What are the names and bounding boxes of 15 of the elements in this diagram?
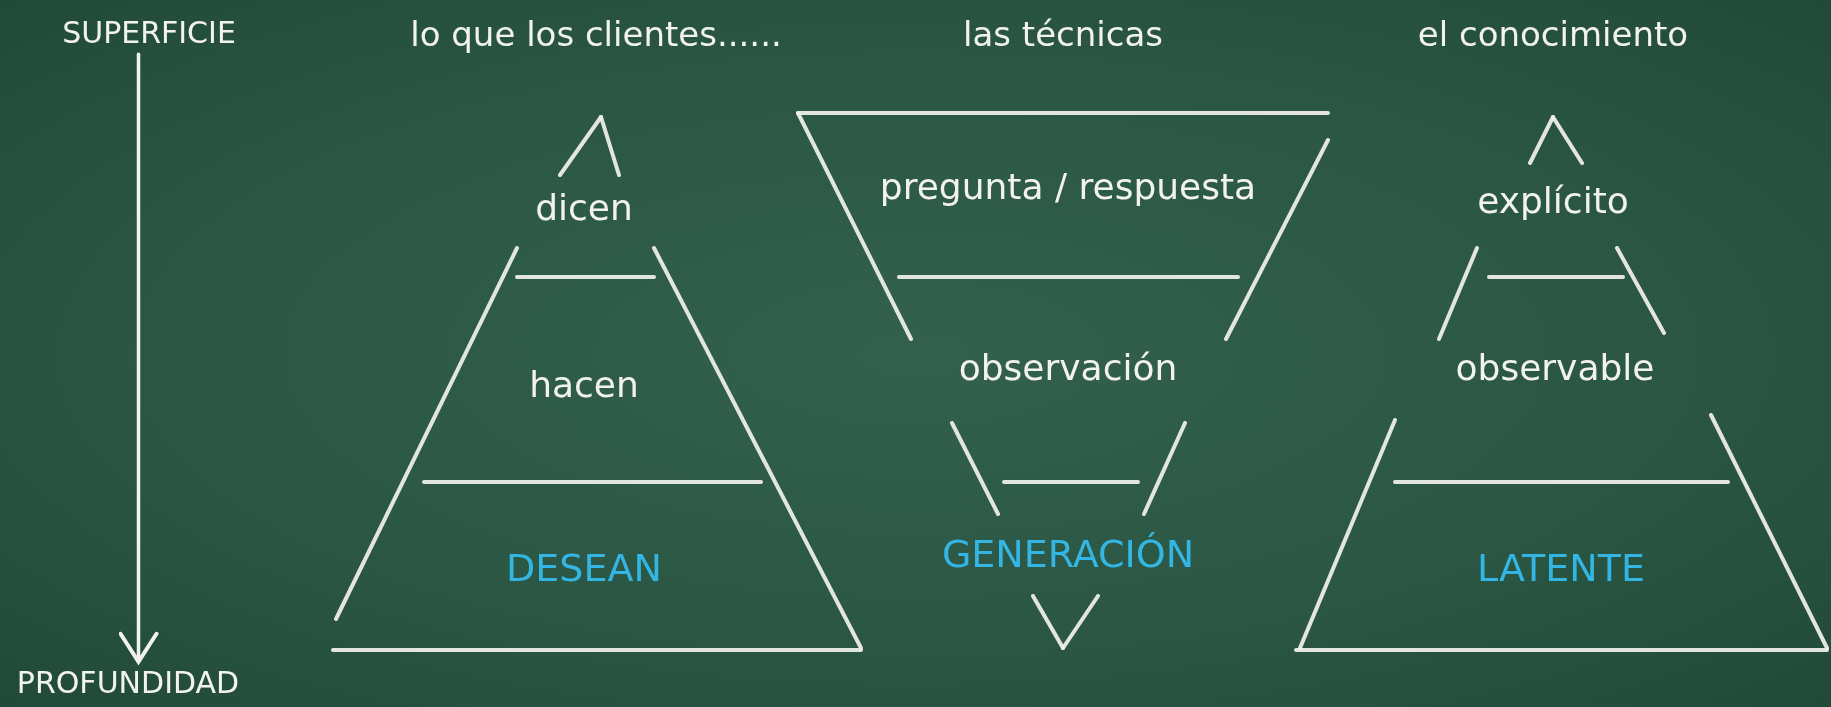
pyramid-tier-text: dicen: [535, 187, 633, 229]
surface-label: SUPERFICIE: [62, 15, 236, 51]
pyramid-tier-text: observación: [958, 347, 1178, 389]
pyramid-tier-text: observable: [1455, 347, 1655, 389]
column-heading: las técnicas: [963, 15, 1163, 55]
arrow: [118, 52, 159, 664]
pyramid-tier-text: GENERACIÓN: [941, 533, 1195, 577]
pyramid-tier-text: LATENTE: [1477, 547, 1645, 591]
pyramid-tier-text: hacen: [529, 364, 639, 406]
pyramid-tier-text: explícito: [1477, 180, 1629, 222]
depth-label: PROFUNDIDAD: [16, 665, 240, 701]
pyramid-tier-text: pregunta / respuesta: [879, 166, 1257, 208]
column-heading: el conocimiento: [1417, 15, 1689, 55]
pyramid-tier-text: DESEAN: [506, 547, 662, 591]
column-heading: lo que los clientes......: [410, 15, 782, 55]
